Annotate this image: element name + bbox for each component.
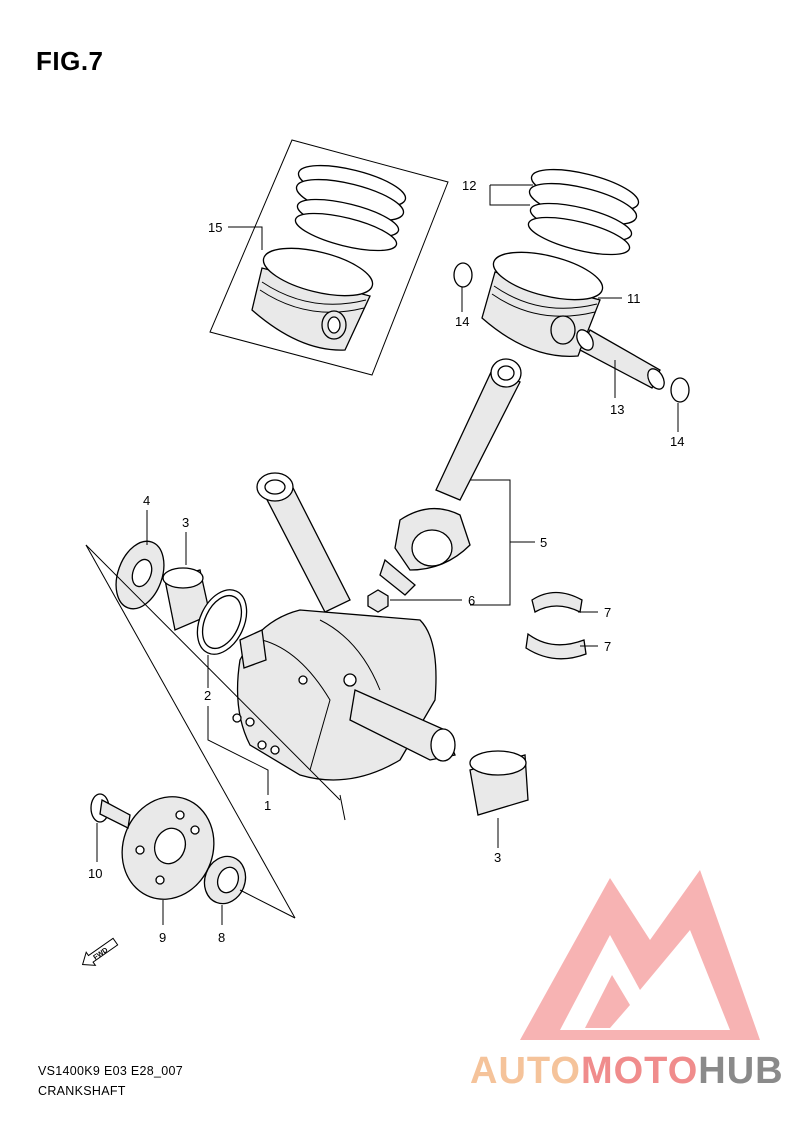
group-outline-lines <box>85 544 346 919</box>
figure-title: FIG.7 <box>36 46 104 76</box>
callout-3-right: 3 <box>494 850 501 865</box>
conrod-bearing-7-lower <box>525 632 587 660</box>
conrod-bearing-7-upper <box>531 591 583 613</box>
main-bearing-3-right <box>469 750 529 816</box>
piston-ring-set-15 <box>294 164 407 252</box>
watermark-wordmark: AUTOMOTOHUB <box>470 1050 784 1093</box>
callout-7-upper: 7 <box>604 605 611 620</box>
piston-kit-group <box>209 139 449 376</box>
connecting-rod-5 <box>379 358 522 596</box>
circlip-14-lower <box>670 377 690 403</box>
callout-10: 10 <box>88 866 102 881</box>
watermark-word-moto: MOTO <box>580 1050 699 1092</box>
callout-8: 8 <box>218 930 225 945</box>
callout-12: 12 <box>462 178 476 193</box>
crankshaft-assembly-1 <box>232 472 456 781</box>
callout-2: 2 <box>204 688 211 703</box>
bolt-10 <box>90 793 131 829</box>
starter-driven-gear-9 <box>121 796 215 900</box>
callout-6: 6 <box>468 593 475 608</box>
circlip-14-upper <box>453 262 473 288</box>
connecting-rod-nut-6 <box>367 589 389 613</box>
callout-14-lower: 14 <box>670 434 684 449</box>
callout-14-upper: 14 <box>455 314 469 329</box>
leader-lines <box>96 184 679 925</box>
callout-13: 13 <box>610 402 624 417</box>
callout-1: 1 <box>264 798 271 813</box>
section-name: CRANKSHAFT <box>38 1084 126 1098</box>
fwd-label: FWD <box>92 947 109 962</box>
callout-3-left: 3 <box>182 515 189 530</box>
watermark-word-hub: HUB <box>698 1050 784 1092</box>
callout-4: 4 <box>143 493 150 508</box>
callout-labels: 15 12 11 14 13 14 5 6 7 7 4 3 2 1 3 10 9… <box>88 178 684 945</box>
fwd-arrow-icon: FWD <box>81 937 119 966</box>
watermark-logo <box>520 870 760 1040</box>
watermark-word-auto: AUTO <box>470 1050 581 1092</box>
piston-15 <box>251 247 374 351</box>
needle-bearing-8 <box>203 855 247 905</box>
callout-15: 15 <box>208 220 222 235</box>
piston-rings-12 <box>527 168 640 256</box>
main-bearing-3-left <box>162 567 211 631</box>
callout-11: 11 <box>627 291 641 306</box>
piston-pin-13 <box>576 329 665 390</box>
piston-11 <box>481 251 604 357</box>
thrust-shim-2 <box>196 589 248 655</box>
thrust-washer-4 <box>115 540 165 610</box>
callout-5: 5 <box>540 535 547 550</box>
callout-9: 9 <box>159 930 166 945</box>
callout-7-lower: 7 <box>604 639 611 654</box>
model-code: VS1400K9 E03 E28_007 <box>38 1064 184 1078</box>
